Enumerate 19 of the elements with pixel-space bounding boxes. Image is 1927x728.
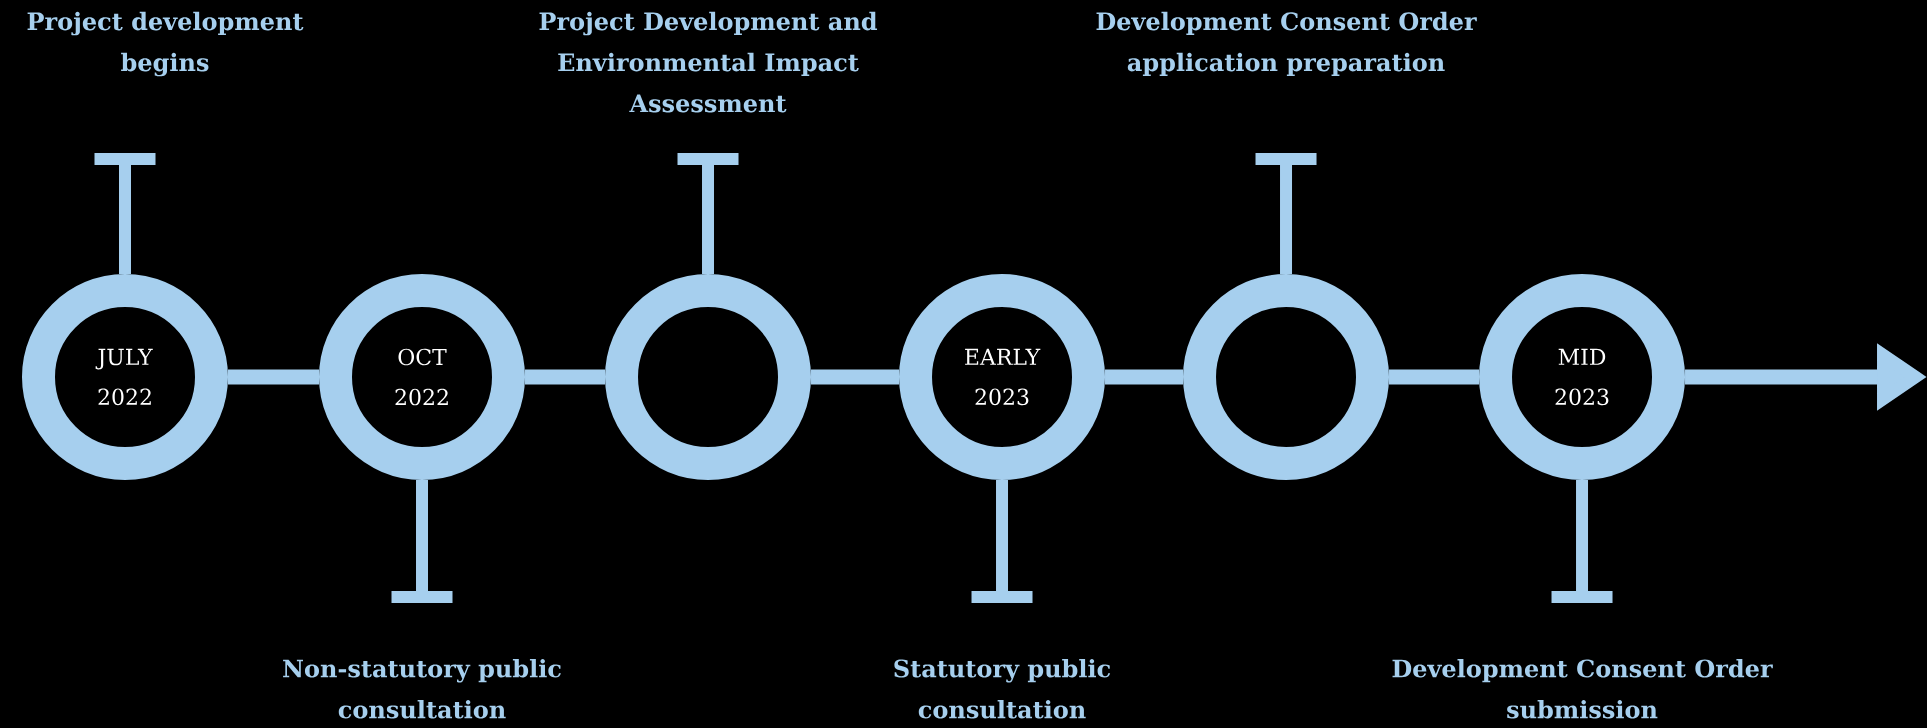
timeline-line: [1105, 369, 1183, 385]
timeline-circle: [1183, 274, 1389, 480]
milestone-stem: [971, 480, 1033, 603]
milestone-stem: [1255, 153, 1317, 274]
timeline-line: [228, 369, 319, 385]
milestone-label: Development Consent Order submission: [1392, 659, 1773, 719]
timeline-line: [1389, 369, 1479, 385]
milestone-label: Development Consent Order application preparation: [1096, 11, 1477, 76]
milestone-stem: [391, 480, 453, 603]
milestone-stem: [1551, 480, 1613, 603]
milestone-label: Statutory public consultation: [894, 659, 1111, 719]
milestone-label: Non-statutory public consultation: [283, 659, 561, 719]
milestone-label: Project development begins: [27, 11, 304, 77]
timeline-line: [811, 369, 899, 385]
timeline-line: [525, 369, 605, 385]
milestone-label: Project Development and Environmental Impact Assessment: [539, 11, 878, 113]
timeline-circle: [605, 274, 811, 480]
milestone-stem: [677, 153, 739, 274]
milestone-stem: [94, 153, 156, 274]
